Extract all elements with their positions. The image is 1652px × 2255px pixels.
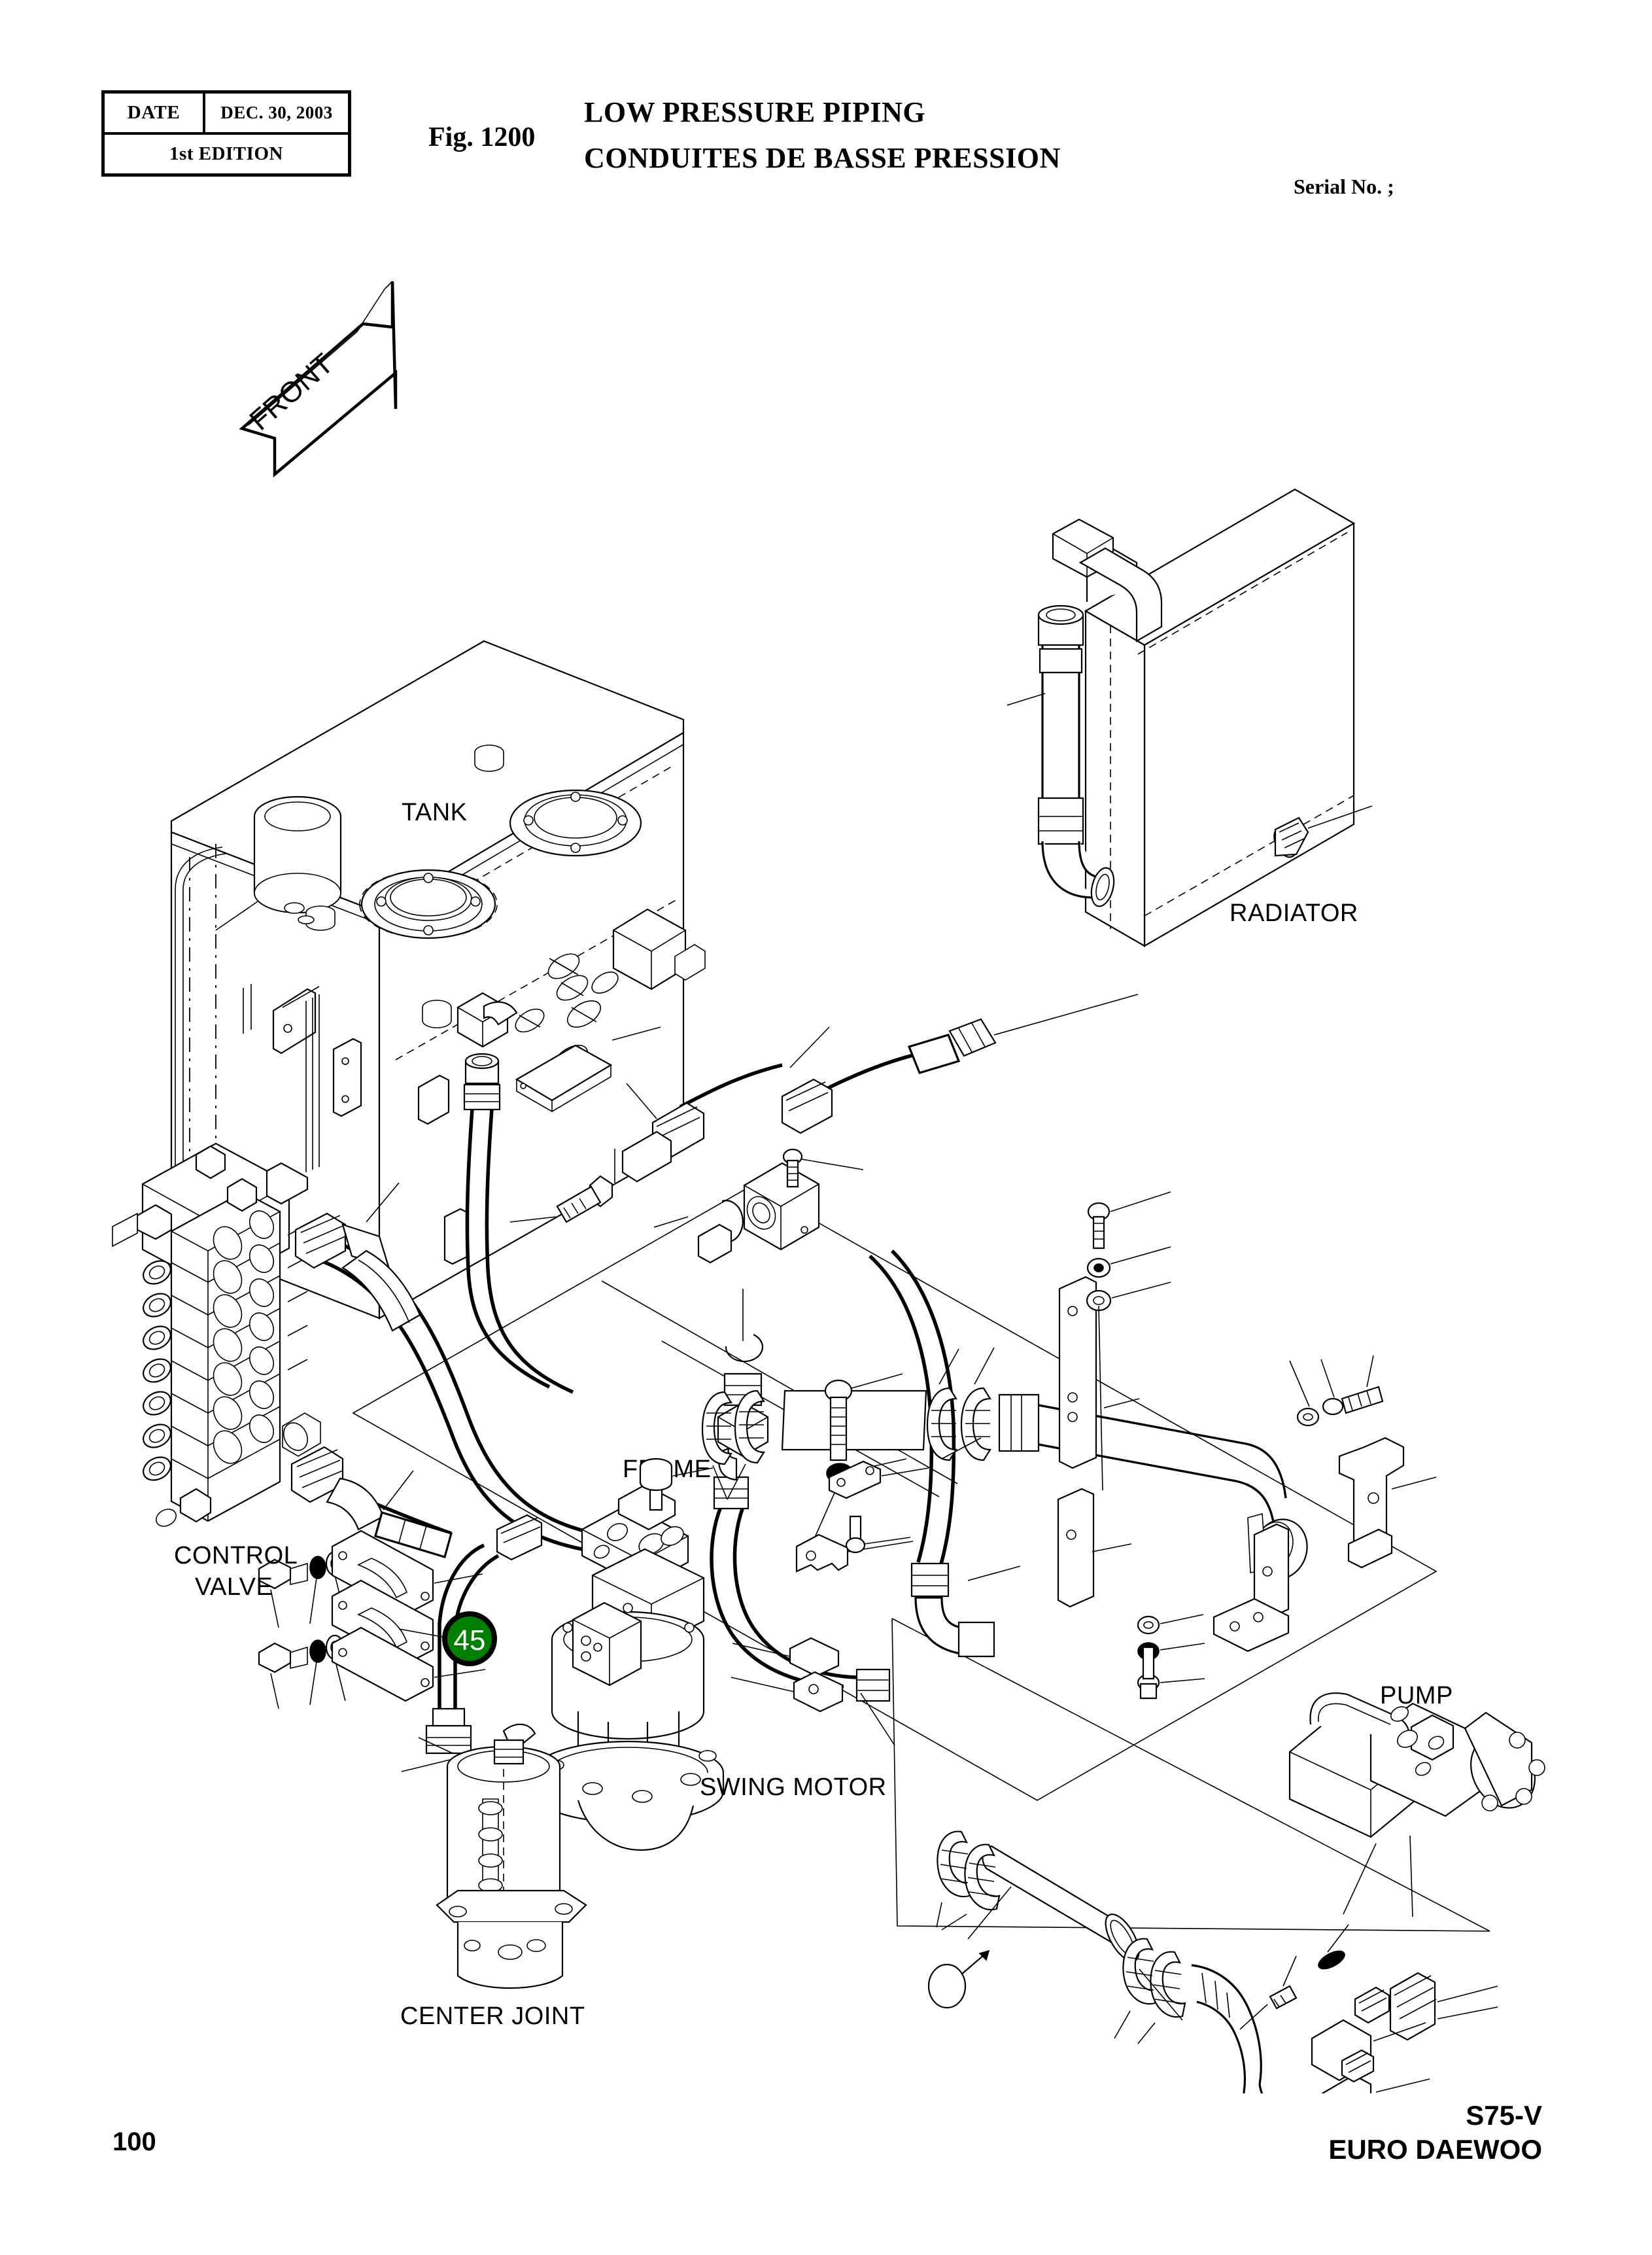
model-code: S75-V: [1466, 2100, 1542, 2131]
title-french: CONDUITES DE BASSE PRESSION: [584, 142, 1061, 174]
swing-motor: [531, 1458, 725, 1851]
detail-view-marker: [927, 1949, 990, 2009]
title-english: LOW PRESSURE PIPING: [584, 96, 926, 128]
center-manifold-block: [743, 1162, 820, 1251]
valve-cover-plates: [331, 1530, 486, 1702]
control-valve-spools: [143, 1260, 171, 1481]
callout-45-number: 45: [454, 1624, 486, 1656]
serial-number-field: Serial No. ;: [1294, 175, 1394, 198]
parts-diagram: FRONT: [0, 236, 1652, 2093]
leader-lines: [215, 693, 1437, 2021]
hydraulic-pump: [1288, 1692, 1545, 1917]
radiator: [1037, 488, 1373, 947]
callout-45[interactable]: 45: [442, 1611, 497, 1666]
brand-name: EURO DAEWOO: [1328, 2134, 1542, 2165]
radiator-side-port: [1273, 816, 1309, 858]
figure-number: Fig. 1200: [428, 122, 536, 152]
edition-value: 1st EDITION: [169, 143, 283, 164]
frame-cross-tube: [781, 1276, 1405, 1652]
front-direction-arrow: FRONT: [239, 281, 398, 478]
control-valve-label-line2: VALVE: [195, 1573, 273, 1601]
tank-label: TANK: [402, 799, 468, 826]
suction-hose-assembly: [936, 1830, 1498, 2093]
radiator-label: RADIATOR: [1230, 900, 1358, 927]
date-value: DEC. 30, 2003: [220, 103, 333, 122]
tank-top-valve-block: [591, 908, 706, 994]
swing-motor-label: SWING MOTOR: [700, 1774, 887, 1801]
center-joint-label: CENTER JOINT: [400, 2002, 585, 2030]
control-valve-assembly: [112, 1142, 321, 1527]
edition-row: 1st EDITION: [105, 135, 348, 173]
page-number: 100: [112, 2127, 156, 2156]
date-row: DATE DEC. 30, 2003: [105, 94, 348, 135]
date-label: DATE: [105, 94, 205, 132]
control-valve-label-line1: CONTROL: [174, 1542, 298, 1569]
date-edition-box: DATE DEC. 30, 2003 1st EDITION: [101, 90, 351, 177]
page-header: DATE DEC. 30, 2003 1st EDITION Fig. 1200…: [0, 0, 1652, 236]
center-joint: [401, 1723, 587, 1989]
control-valve-ports: [213, 1210, 275, 1464]
pump-label: PUMP: [1380, 1682, 1453, 1709]
hose-clamps-frame: [701, 1347, 995, 1500]
fasteners: [258, 1148, 1384, 1713]
